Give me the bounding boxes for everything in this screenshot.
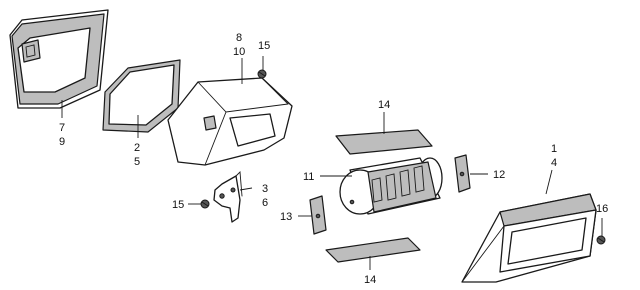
pad-lower-part (325, 237, 421, 263)
housing-duct-part (167, 77, 293, 166)
leader-lines (61, 56, 603, 270)
bracket-part (213, 170, 243, 223)
callout-12: 12 (493, 169, 505, 181)
right-bezel-part (461, 193, 597, 283)
callout-16: 16 (596, 203, 608, 215)
callout-9: 9 (59, 136, 65, 148)
screw-upper-part (257, 69, 267, 79)
callout-11: 11 (303, 171, 314, 183)
side-pad-left-part (309, 195, 327, 235)
callout-labels: 7 9 2 5 8 10 15 3 6 15 14 11 12 13 14 1 … (59, 32, 608, 286)
callout-14-lower: 14 (364, 274, 376, 286)
gasket-part (102, 59, 181, 133)
callout-15-upper: 15 (258, 40, 270, 52)
screw-right-part (596, 235, 606, 245)
callout-7: 7 (59, 122, 65, 134)
pad-upper-part (335, 129, 433, 155)
callout-4: 4 (551, 157, 557, 169)
bezel-frame-part (9, 9, 109, 109)
callout-13: 13 (280, 211, 292, 223)
callout-14-upper: 14 (378, 99, 390, 111)
callout-1: 1 (551, 143, 557, 155)
screw-lower-part (200, 199, 210, 209)
callout-2: 2 (134, 142, 140, 154)
cylinder-unit-part (339, 157, 443, 215)
callout-8: 8 (236, 32, 242, 44)
side-pad-right-part (454, 154, 471, 193)
callout-5: 5 (134, 156, 140, 168)
callout-6: 6 (262, 197, 268, 209)
callout-3: 3 (262, 183, 268, 195)
callout-15-lower: 15 (172, 199, 184, 211)
callout-10: 10 (233, 46, 245, 58)
